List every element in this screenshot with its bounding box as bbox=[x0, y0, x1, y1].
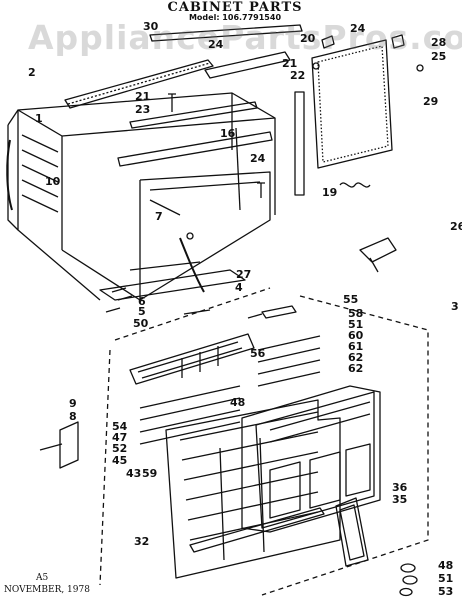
diagram-title: CABINET PARTS bbox=[167, 0, 303, 15]
seal-strip-22 bbox=[294, 91, 305, 196]
callout-36[interactable]: 43 bbox=[126, 467, 142, 480]
assembly-3-boundary bbox=[99, 287, 429, 596]
knob-51 bbox=[402, 575, 418, 585]
watermark: AppliancePartsPros.com bbox=[28, 18, 462, 57]
callout-53[interactable]: 54 bbox=[112, 420, 128, 433]
callout-46[interactable]: 50 bbox=[133, 317, 149, 330]
filter-29 bbox=[311, 39, 393, 169]
callout-8[interactable]: 8 bbox=[69, 410, 77, 423]
callout-33[interactable]: 35 bbox=[392, 493, 408, 506]
footer-date: NOVEMBER, 1978 bbox=[4, 585, 90, 595]
callout-30[interactable]: 30 bbox=[143, 20, 159, 33]
model-number: Model: 106.7791540 bbox=[188, 13, 282, 22]
callout-24-c[interactable]: 24 bbox=[250, 152, 266, 165]
callout-6[interactable]: 6 bbox=[138, 295, 146, 308]
screw-24 bbox=[257, 182, 265, 198]
spring-19 bbox=[339, 182, 371, 188]
callout-58[interactable]: 59 bbox=[142, 467, 158, 480]
callout-23[interactable]: 23 bbox=[135, 103, 151, 116]
screw-21b bbox=[312, 62, 320, 70]
screw-21 bbox=[168, 93, 176, 112]
front-grille bbox=[165, 399, 341, 579]
top-rail-1 bbox=[64, 59, 214, 109]
callout-50[interactable]: 48 bbox=[438, 559, 454, 572]
rail-32 bbox=[189, 507, 325, 553]
callout-47[interactable]: 51 bbox=[348, 318, 364, 331]
callout-2[interactable]: 2 bbox=[28, 66, 36, 79]
callout-59[interactable]: 60 bbox=[348, 329, 364, 342]
callout-24-b[interactable]: 24 bbox=[350, 22, 366, 35]
callout-5[interactable]: 5 bbox=[138, 305, 146, 318]
callout-10[interactable]: 10 bbox=[45, 175, 61, 188]
callout-26[interactable]: 26 bbox=[450, 220, 462, 233]
screws-4-5-6 bbox=[105, 287, 133, 313]
strip-30 bbox=[149, 24, 303, 42]
hardware-rows bbox=[139, 385, 241, 445]
callout-27[interactable]: 27 bbox=[236, 268, 252, 281]
callout-29[interactable]: 29 bbox=[423, 95, 439, 108]
callout-45[interactable]: 47 bbox=[112, 431, 128, 444]
callout-32[interactable]: 32 bbox=[134, 535, 150, 548]
callout-37[interactable]: 45 bbox=[112, 454, 128, 467]
callout-25[interactable]: 25 bbox=[431, 50, 447, 63]
callout-9[interactable]: 9 bbox=[69, 397, 77, 410]
callout-7[interactable]: 7 bbox=[155, 210, 163, 223]
rail-16 bbox=[117, 101, 273, 167]
callout-62[interactable]: 62 bbox=[348, 362, 364, 375]
callout-35[interactable]: 36 bbox=[392, 481, 408, 494]
part-20 bbox=[321, 35, 335, 49]
bracket-8 bbox=[39, 421, 79, 469]
callout-19[interactable]: 19 bbox=[322, 186, 338, 199]
callout-51[interactable]: 51 bbox=[438, 572, 454, 585]
switch-rows bbox=[257, 335, 321, 387]
footer-code: A5 bbox=[36, 573, 49, 583]
clip-26 bbox=[359, 237, 397, 273]
part-28 bbox=[391, 34, 405, 49]
callout-61[interactable]: 62 bbox=[348, 351, 364, 364]
part-54 bbox=[261, 305, 297, 319]
callout-21-r[interactable]: 21 bbox=[282, 57, 298, 70]
callout-56[interactable]: 58 bbox=[348, 307, 364, 320]
callout-16[interactable]: 16 bbox=[220, 127, 236, 140]
callout-48[interactable]: 52 bbox=[112, 442, 128, 455]
tube-27 bbox=[179, 237, 205, 293]
knob-50 bbox=[400, 563, 416, 573]
knob-52 bbox=[399, 587, 413, 597]
callout-3[interactable]: 3 bbox=[451, 300, 459, 313]
callout-60[interactable]: 61 bbox=[348, 340, 364, 353]
cabinet-shell bbox=[6, 92, 276, 301]
control-bracket bbox=[129, 333, 255, 385]
callout-4[interactable]: 4 bbox=[235, 281, 243, 294]
callout-52[interactable]: 53 bbox=[438, 585, 454, 598]
callout-24-top[interactable]: 24 bbox=[208, 38, 224, 51]
callout-21[interactable]: 21 bbox=[135, 90, 151, 103]
screw-6b bbox=[183, 309, 211, 315]
callout-22[interactable]: 22 bbox=[290, 69, 306, 82]
callout-1[interactable]: 1 bbox=[35, 112, 43, 125]
callout-20[interactable]: 20 bbox=[300, 32, 316, 45]
outlet-33 bbox=[335, 497, 369, 567]
callout-55[interactable]: 56 bbox=[250, 347, 266, 360]
callout-28[interactable]: 28 bbox=[431, 36, 447, 49]
callout-43[interactable]: 48 bbox=[230, 396, 246, 409]
top-bracket-24 bbox=[204, 51, 291, 79]
callout-54[interactable]: 55 bbox=[343, 293, 359, 306]
screw-25 bbox=[416, 64, 424, 72]
front-panel-35 bbox=[241, 385, 381, 533]
